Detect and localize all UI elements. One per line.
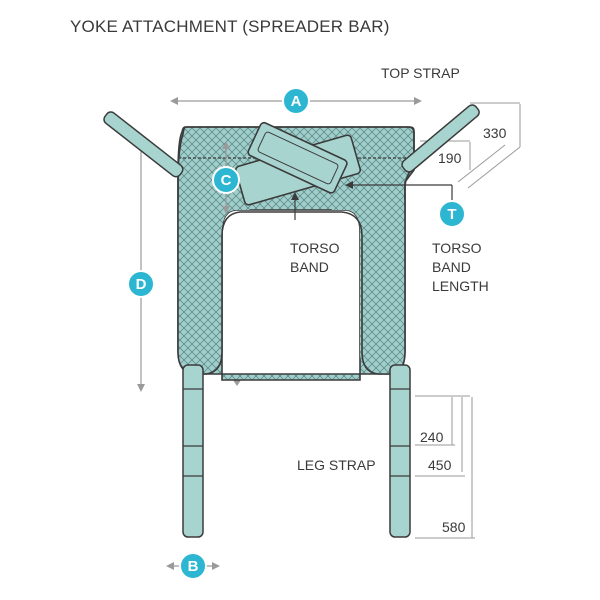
torso-band-length-label-line1: TORSO [432, 240, 482, 256]
torso-band-label-line2: BAND [290, 259, 329, 275]
marker-c-label: C [221, 172, 232, 189]
leg-strap-label: LEG STRAP [297, 457, 376, 473]
leg-strap-left [182, 364, 204, 538]
leg-strap-dimension-580: 580 [442, 519, 466, 535]
top-strap-dimension-330: 330 [483, 125, 507, 141]
leader-lines [291, 181, 453, 220]
top-strap-dimension-190: 190 [438, 150, 462, 166]
marker-a-label: A [291, 93, 302, 110]
marker-t-label: T [447, 206, 456, 223]
torso-band-label-line1: TORSO [290, 240, 340, 256]
top-strap-left [103, 111, 184, 178]
top-strap-right [401, 104, 480, 173]
diagram-title: YOKE ATTACHMENT (SPREADER BAR) [70, 17, 390, 36]
top-strap-label: TOP STRAP [381, 65, 460, 81]
marker-b: B [179, 552, 207, 580]
marker-a: A [282, 87, 310, 115]
torso-band [234, 121, 362, 206]
leg-strap-right [389, 364, 411, 538]
marker-d-label: D [136, 276, 147, 293]
sling-right-leg [332, 200, 405, 374]
leg-strap-dimension-240: 240 [420, 429, 444, 445]
sling-left-leg [178, 200, 250, 374]
marker-c: C [212, 166, 240, 194]
leg-strap-dimension-450: 450 [428, 457, 452, 473]
torso-band-length-label-line2: BAND [432, 259, 471, 275]
marker-d: D [127, 270, 155, 298]
leg-strap-dimension-lines [415, 395, 475, 539]
marker-t: T [438, 200, 466, 228]
torso-band-length-label-line3: LENGTH [432, 278, 489, 294]
marker-b-label: B [188, 558, 199, 575]
